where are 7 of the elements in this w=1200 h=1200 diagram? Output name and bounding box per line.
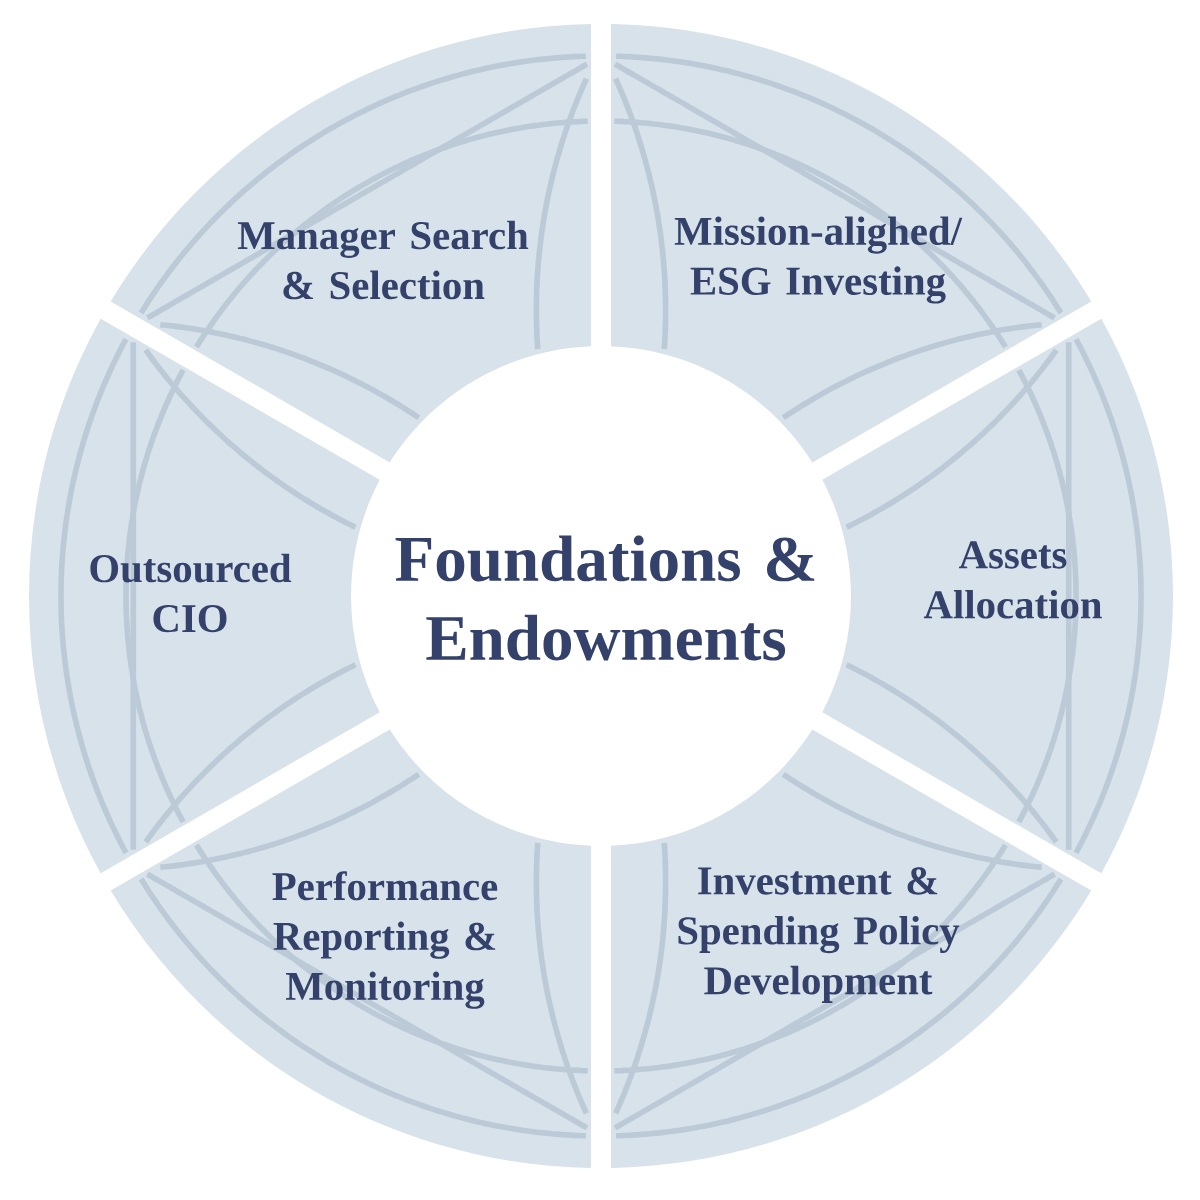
center-heading: Foundations & Endowments <box>395 535 815 661</box>
sector-panel: Performance Reporting & Monitoring <box>110 729 591 1168</box>
sector-panel: Manager Search & Selection <box>110 24 591 463</box>
node-label: Outsourced CIO <box>90 553 292 633</box>
node-label: Assets Allocation <box>923 541 1102 619</box>
sector-panel: Investment & Spending Policy Development <box>611 729 1092 1168</box>
sector-panel: Mission-alighed/ ESG Investing <box>611 24 1092 463</box>
